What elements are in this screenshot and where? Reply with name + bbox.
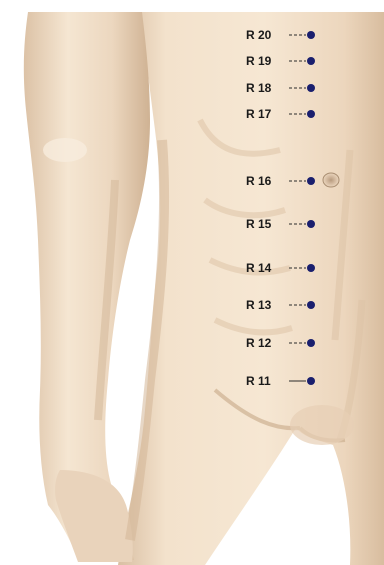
acupoint-label: R 20 [246, 28, 272, 42]
navel [323, 173, 339, 187]
elbow-highlight [43, 138, 87, 162]
acupoint-label: R 14 [246, 261, 272, 275]
acupoint-label: R 15 [246, 217, 272, 231]
pubic-area [290, 405, 354, 445]
acupoint-dot [307, 339, 315, 347]
acupoint-dot [307, 84, 315, 92]
acupoint-dot [307, 301, 315, 309]
acupoint-label: R 17 [246, 107, 272, 121]
acupoint-dot [307, 31, 315, 39]
acupoint-label: R 19 [246, 54, 272, 68]
acupoint-dot [307, 264, 315, 272]
acupoint-label: R 11 [246, 374, 271, 388]
acupoint-dot [307, 110, 315, 118]
acupoint-dot [307, 220, 315, 228]
acupoint-dot [307, 177, 315, 185]
acupoint-dot [307, 57, 315, 65]
acupoint-label: R 12 [246, 336, 272, 350]
hand [55, 470, 133, 562]
body-illustration [24, 12, 384, 565]
acupoint-dot [307, 377, 315, 385]
acupoint-label: R 13 [246, 298, 272, 312]
acupoint-label: R 16 [246, 174, 272, 188]
acupoint-label: R 18 [246, 81, 272, 95]
